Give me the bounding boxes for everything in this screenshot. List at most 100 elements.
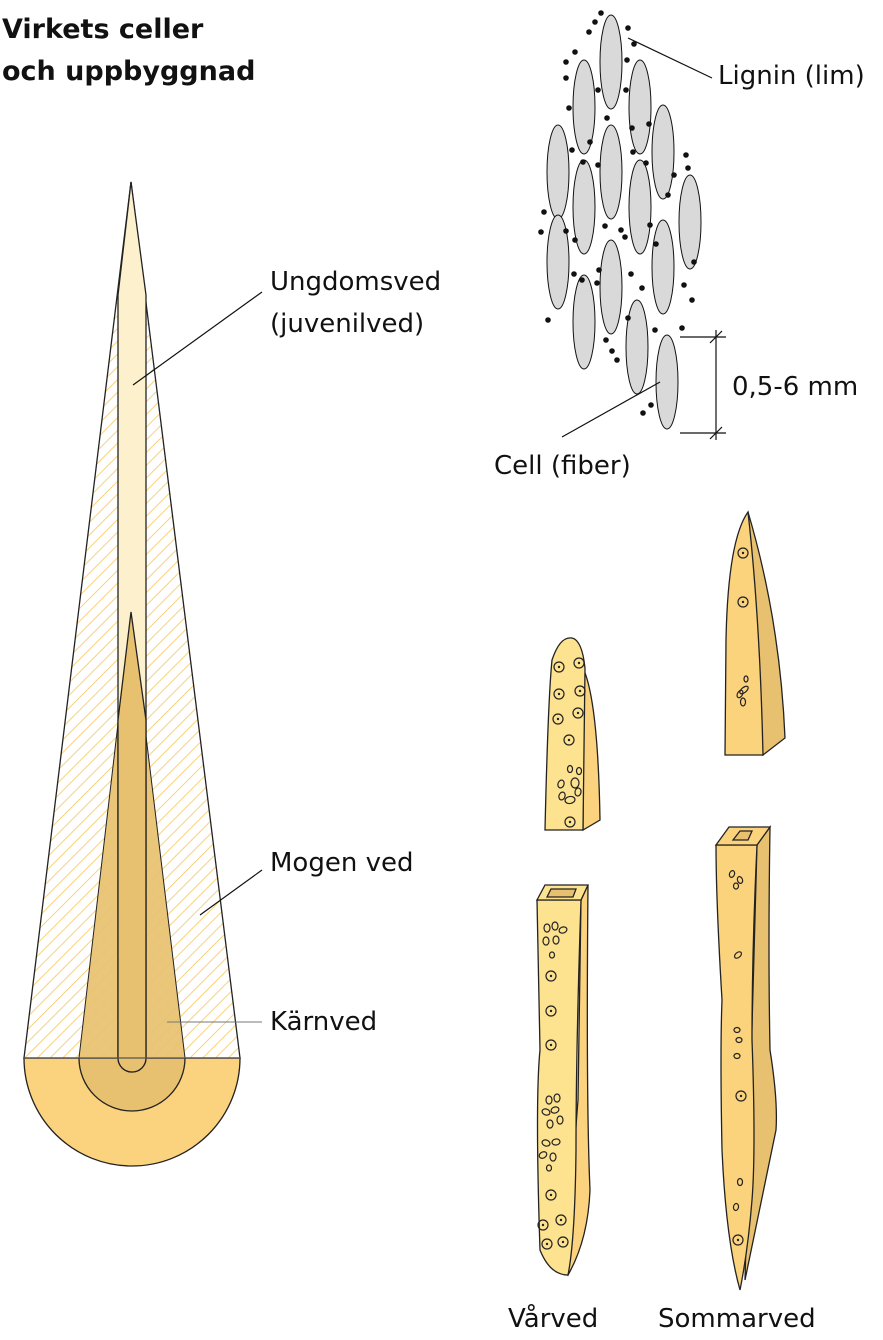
cell-fiber <box>572 274 596 370</box>
bordered-pit <box>545 1189 557 1201</box>
cell-fiber <box>651 104 675 200</box>
cell-fiber <box>651 219 675 315</box>
lignin-dot <box>646 121 652 127</box>
cell-fiber <box>655 334 679 430</box>
tree-stem-illustration <box>23 181 241 1167</box>
stem-base <box>23 1057 241 1167</box>
earlywood-fiber-bottom <box>535 884 591 1277</box>
bordered-pit <box>574 685 586 697</box>
lignin-dot <box>689 297 695 303</box>
pit-aperture <box>576 711 580 715</box>
heartwood-base <box>78 1057 186 1112</box>
lignin-dot <box>630 149 636 155</box>
simple-pit <box>564 795 576 805</box>
pit-aperture <box>568 820 572 824</box>
cell-fiber <box>628 159 652 255</box>
cell-fiber <box>678 174 702 270</box>
simple-pit <box>743 675 749 683</box>
lignin-dot <box>679 325 685 331</box>
bordered-pit <box>555 1214 567 1226</box>
bordered-pit <box>537 1219 549 1231</box>
simple-pit <box>548 951 556 959</box>
simple-pit <box>739 685 749 695</box>
simple-pit <box>733 1026 741 1034</box>
label-latewood: Sommarved <box>658 1304 816 1334</box>
lignin-dot <box>623 87 629 93</box>
simple-pit <box>551 1138 561 1146</box>
simple-pit <box>557 779 565 789</box>
lignin-dot <box>647 222 653 228</box>
lignin-dot <box>563 228 569 234</box>
lignin-dot <box>640 410 646 416</box>
lignin-dot <box>691 259 697 265</box>
lignin-dot <box>579 277 585 283</box>
pit-aperture <box>567 738 571 742</box>
simple-pit <box>566 764 574 774</box>
cell-fiber <box>599 14 623 110</box>
simple-pit <box>543 923 551 933</box>
pit-aperture <box>549 1009 553 1013</box>
label-earlywood: Vårved <box>508 1303 598 1334</box>
pit-aperture <box>557 665 561 669</box>
pit-aperture <box>741 600 745 604</box>
lignin-dot <box>598 10 604 16</box>
pit-aperture <box>578 689 582 693</box>
lignin-dot <box>628 271 634 277</box>
pit-aperture <box>549 1193 553 1197</box>
lignin-dot <box>629 125 635 131</box>
pit-aperture <box>557 692 561 696</box>
label-length: 0,5-6 mm <box>732 372 858 402</box>
simple-pit <box>736 1177 744 1187</box>
pit-aperture <box>739 1094 743 1098</box>
lignin-dot <box>594 280 600 286</box>
pit-aperture <box>556 717 560 721</box>
label-juvenile: Ungdomsved <box>270 267 441 297</box>
lignin-dot <box>595 87 601 93</box>
simple-pit <box>575 766 583 776</box>
lignin-dot <box>624 57 630 63</box>
simple-pit <box>736 876 744 884</box>
title-line-1: Virkets celler <box>2 14 204 45</box>
lignin-dot <box>538 229 544 235</box>
bordered-pit <box>737 596 749 608</box>
simple-pit <box>545 1164 553 1172</box>
lignin-dot <box>566 105 572 111</box>
pit-aperture <box>549 974 553 978</box>
simple-pit <box>552 935 560 945</box>
simple-pit <box>558 926 568 934</box>
pit-aperture <box>561 1240 565 1244</box>
lignin-dot <box>652 327 658 333</box>
lignin-dot <box>595 162 601 168</box>
cell-fiber <box>546 124 570 220</box>
cell-fiber <box>599 239 623 335</box>
simple-pit <box>542 936 550 946</box>
fiber-pits <box>537 547 749 1250</box>
simple-pit <box>551 921 559 931</box>
simple-pit <box>732 1202 740 1212</box>
lignin-dot <box>671 172 677 178</box>
pit-aperture <box>559 1218 563 1222</box>
lignin-dot <box>563 75 569 81</box>
simple-pit <box>546 1119 554 1129</box>
lignin-dot <box>622 234 628 240</box>
bordered-pit <box>553 688 565 700</box>
lignin-dot <box>541 209 547 215</box>
bordered-pit <box>735 1090 747 1102</box>
simple-pit <box>739 697 747 707</box>
bordered-pit <box>573 657 585 669</box>
cell-fiber <box>625 299 649 395</box>
bordered-pit <box>563 734 575 746</box>
bordered-pit <box>737 547 749 559</box>
simple-pit <box>549 1152 557 1162</box>
lignin-dot <box>643 160 649 166</box>
lignin-dot <box>592 19 598 25</box>
bordered-pit <box>564 816 576 828</box>
pit-aperture <box>541 1223 545 1227</box>
bordered-pit <box>572 707 584 719</box>
lignin-dot <box>572 237 578 243</box>
lignin-dot <box>572 49 578 55</box>
leader-mature <box>199 869 263 916</box>
pit-aperture <box>736 1238 740 1242</box>
dimension-marker <box>680 330 726 440</box>
